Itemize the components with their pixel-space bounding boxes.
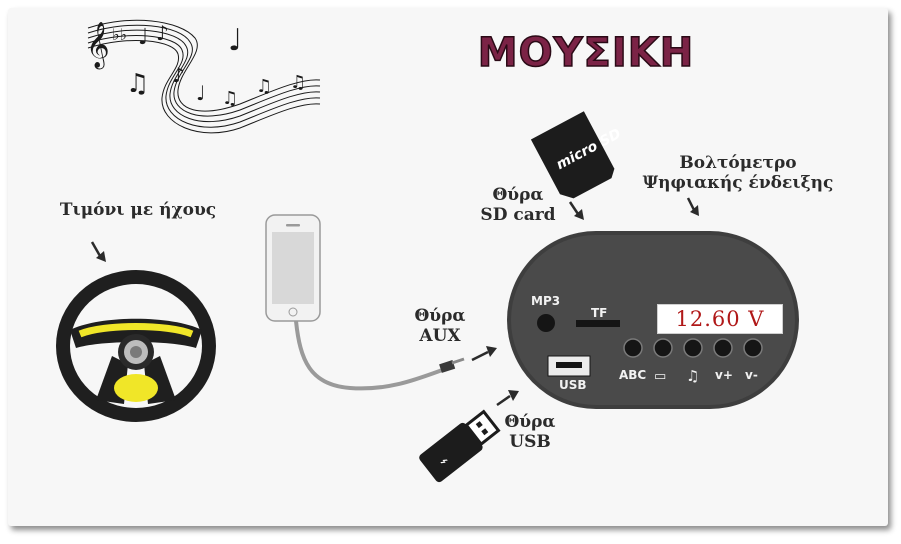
- svg-text:♫: ♫: [290, 72, 306, 93]
- arrow-steering-icon: [90, 241, 106, 262]
- treble-clef-icon: 𝄞: [86, 22, 110, 70]
- music-staff-icon: [87, 19, 321, 134]
- svg-text:♩: ♩: [196, 81, 205, 105]
- mp3-panel: ▭ ♫: [507, 231, 799, 409]
- steering-wheel-label: Τιμόνι με ήχους: [59, 200, 217, 220]
- aux-cable: [294, 320, 465, 391]
- svg-text:♫: ♫: [256, 76, 272, 97]
- usb-port-label: Θύρα USB: [504, 412, 556, 452]
- arrow-voltmeter-icon: [686, 197, 699, 216]
- tf-slot: [576, 320, 620, 327]
- svg-text:♭♭: ♭♭: [112, 25, 127, 44]
- svg-text:♪: ♪: [156, 21, 169, 45]
- arrow-usb-icon: [496, 390, 519, 407]
- sd-port-label: Θύρα SD card: [480, 185, 556, 225]
- svg-text:♪: ♪: [172, 63, 185, 87]
- svg-text:𝄞: 𝄞: [86, 22, 110, 70]
- voltmeter-display: 12.60 V: [657, 304, 783, 334]
- micro-sd-card-icon: micro SD: [530, 111, 624, 199]
- music-note-icon: ♫: [686, 367, 699, 385]
- aux-port-label: Θύρα AUX: [414, 306, 466, 346]
- svg-text:♫: ♫: [222, 88, 238, 109]
- button-label-abc: ABC: [619, 368, 647, 382]
- book-icon: ▭: [654, 369, 666, 384]
- usb-stick-icon: ⌁: [419, 409, 501, 483]
- music-notes-icon: ♭♭ ♩ ♪ ♩ ♫ ♪ ♩ ♫ ♫ ♫: [112, 21, 306, 109]
- button-label-vplus: v+: [715, 368, 733, 382]
- tf-label: TF: [591, 306, 608, 320]
- svg-text:♩: ♩: [138, 25, 148, 50]
- usb-label: USB: [559, 378, 587, 392]
- arrow-sd-icon: [568, 201, 584, 220]
- arrows: [90, 197, 699, 407]
- page-title: ΜΟΥΣΙΚΗ: [477, 29, 695, 77]
- smartphone-icon: [265, 214, 321, 322]
- aux-jack-icon: [537, 314, 555, 332]
- voltmeter-label: Βολτόμετρο Ψηφιακής ένδειξης: [642, 153, 834, 193]
- svg-text:♩: ♩: [228, 23, 242, 58]
- arrow-aux-icon: [471, 346, 497, 362]
- panel-buttons: [623, 338, 763, 358]
- button-label-vminus: v-: [745, 368, 758, 382]
- mp3-label: MP3: [531, 294, 561, 308]
- svg-text:♫: ♫: [126, 69, 149, 99]
- steering-wheel-icon: [56, 270, 216, 422]
